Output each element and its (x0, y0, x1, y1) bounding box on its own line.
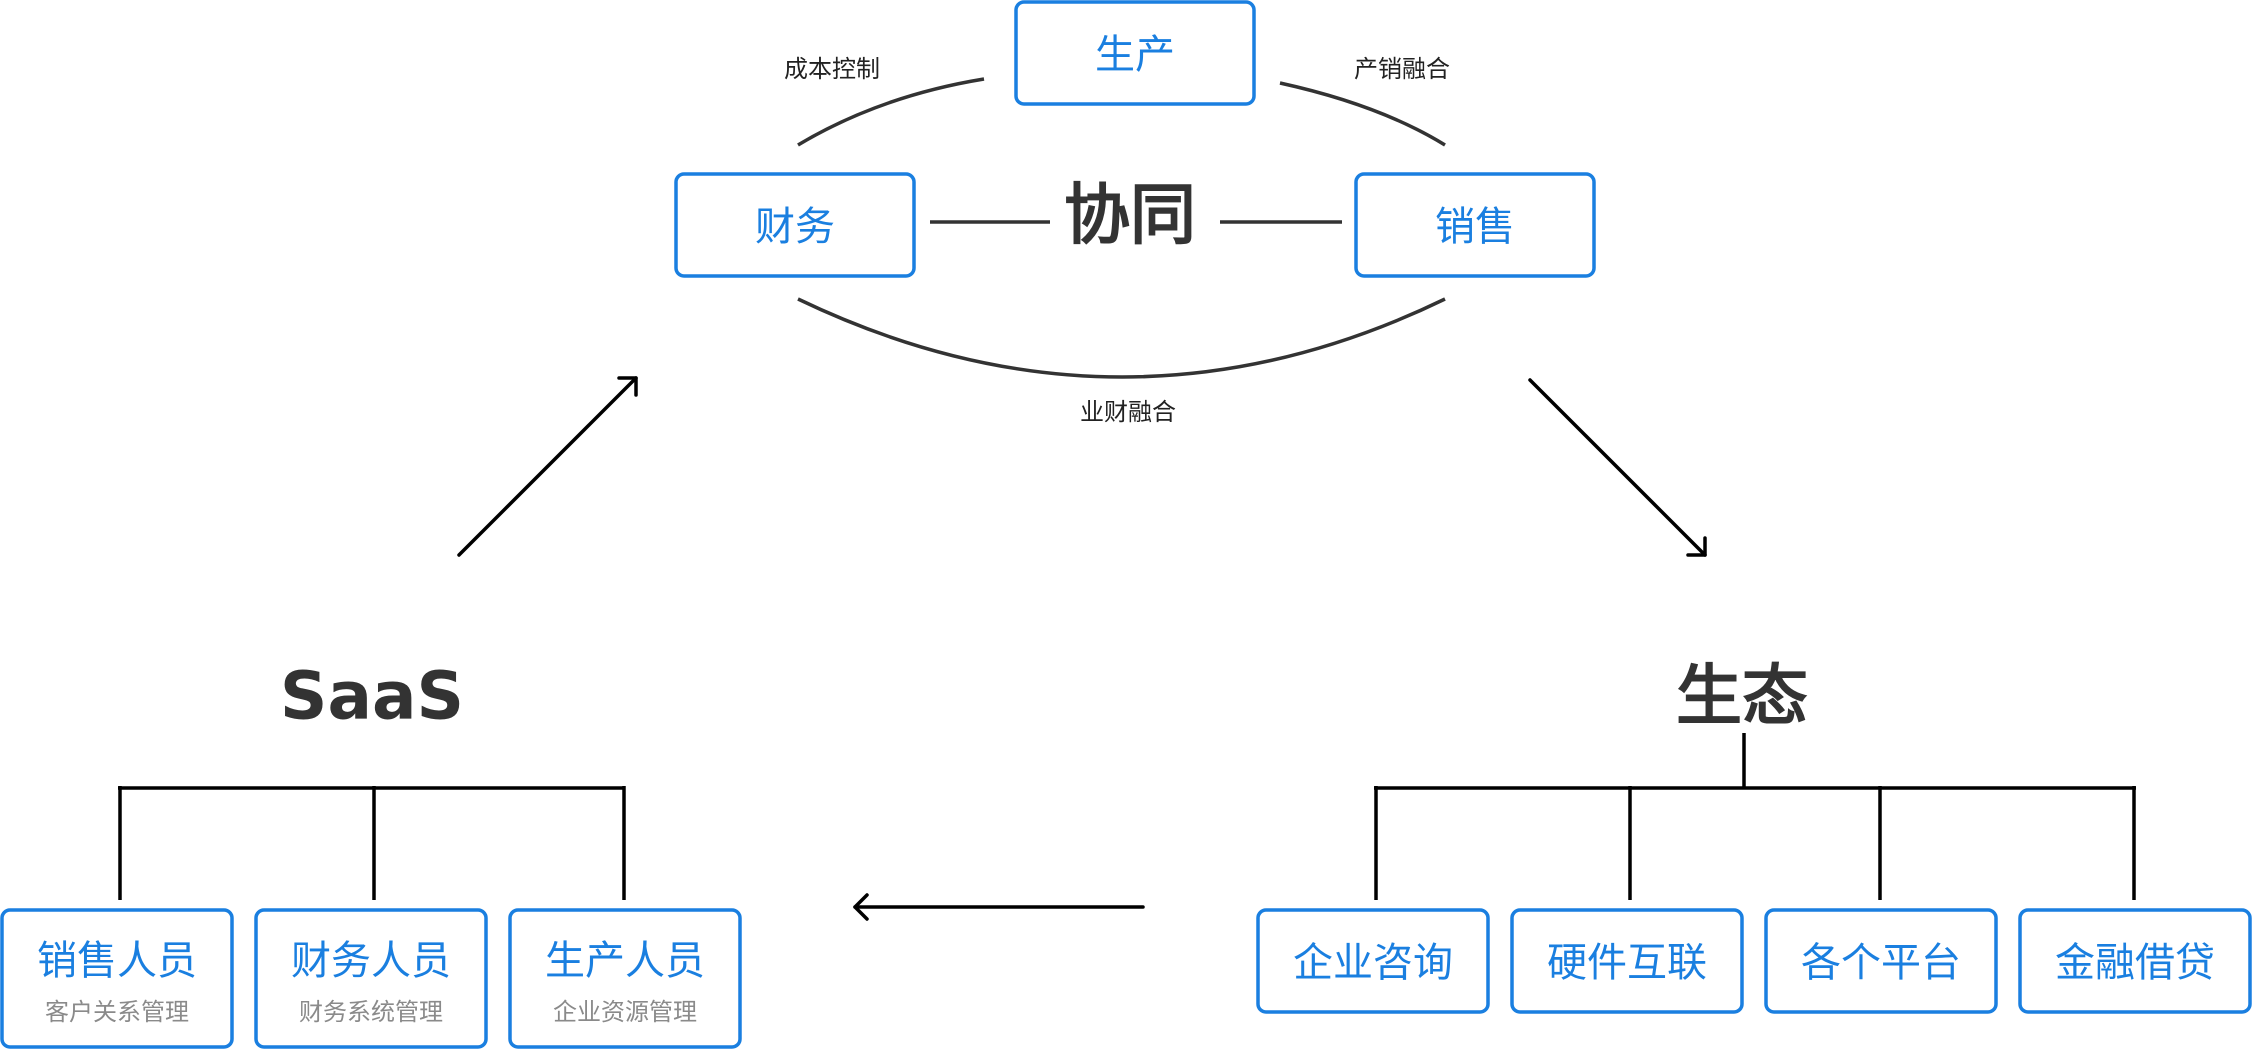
arc-prod-sales (1279, 81, 1446, 147)
ecosystem-item-lending-label: 金融借贷 (2055, 940, 2215, 986)
arrow-up-right-head (617, 376, 638, 397)
saas-item-finance: 财务人员 财务系统管理 (254, 908, 488, 1049)
arrow-down-right-shaft (1528, 378, 1707, 557)
node-finance-box (674, 172, 916, 278)
ecosystem-item-hardware: 硬件互联 (1510, 908, 1744, 1014)
arc-business-finance (797, 297, 1446, 379)
flow-arrow-ecosystem-to-saas (853, 893, 1145, 921)
saas-item-finance-box (254, 908, 488, 1049)
ecosystem-item-lending-box (2018, 908, 2252, 1014)
flow-arrow-center-to-ecosystem (1528, 378, 1707, 557)
arc-cost-control (797, 77, 985, 147)
saas-title: SaaS (280, 658, 464, 735)
ecosystem-item-platforms-box (1764, 908, 1998, 1014)
node-finance-label: 财务 (755, 204, 835, 250)
ecosystem-title: 生态 (1676, 658, 1808, 735)
ecosystem-item-consulting-label: 企业咨询 (1293, 940, 1453, 986)
ecosystem-item-consulting: 企业咨询 (1256, 908, 1490, 1014)
node-production-label: 生产 (1095, 32, 1175, 78)
arrow-down-right-head (1686, 536, 1707, 557)
flow-arrow-saas-to-center (457, 376, 638, 557)
node-sales-label: 销售 (1435, 204, 1515, 250)
ecosystem-item-consulting-box (1256, 908, 1490, 1014)
saas-item-sales-label: 销售人员 (37, 938, 197, 984)
ecosystem-item-platforms: 各个平台 (1764, 908, 1998, 1014)
saas-item-sales-box (0, 908, 234, 1049)
saas-item-production-label: 生产人员 (545, 938, 705, 984)
arrow-up-right-shaft (457, 376, 638, 557)
edge-label-business-finance: 业财融合 (1080, 398, 1176, 426)
node-finance: 财务 (674, 172, 916, 278)
center-title: 协同 (1064, 177, 1196, 254)
node-sales: 销售 (1354, 172, 1596, 278)
saas-item-production-box (508, 908, 742, 1049)
arrow-left-head (853, 893, 869, 921)
ecosystem-item-platforms-label: 各个平台 (1801, 940, 1961, 986)
ecosystem-cluster: 生态 企业咨询 硬件互联 各个平台 金融借贷 (1256, 658, 2252, 1014)
ecosystem-item-hardware-label: 硬件互联 (1547, 940, 1707, 986)
saas-cluster: SaaS 销售人员 客户关系管理 财务人员 财务系统管理 生产人员 企业资源管理 (0, 658, 742, 1049)
saas-item-sales: 销售人员 客户关系管理 (0, 908, 234, 1049)
edge-label-cost-control: 成本控制 (784, 55, 880, 83)
ecosystem-item-lending: 金融借贷 (2018, 908, 2252, 1014)
saas-item-production-sub: 企业资源管理 (553, 998, 697, 1026)
center-cluster: 生产 财务 销售 协同 成本控制 产销融合 业财融合 (674, 0, 1596, 426)
saas-item-finance-label: 财务人员 (291, 938, 451, 984)
node-production: 生产 (1014, 0, 1256, 106)
edge-label-prod-sales: 产销融合 (1354, 55, 1450, 83)
saas-item-sales-sub: 客户关系管理 (45, 998, 189, 1026)
ecosystem-item-hardware-box (1510, 908, 1744, 1014)
node-production-box (1014, 0, 1256, 106)
saas-item-production: 生产人员 企业资源管理 (508, 908, 742, 1049)
saas-item-finance-sub: 财务系统管理 (299, 998, 443, 1026)
node-sales-box (1354, 172, 1596, 278)
